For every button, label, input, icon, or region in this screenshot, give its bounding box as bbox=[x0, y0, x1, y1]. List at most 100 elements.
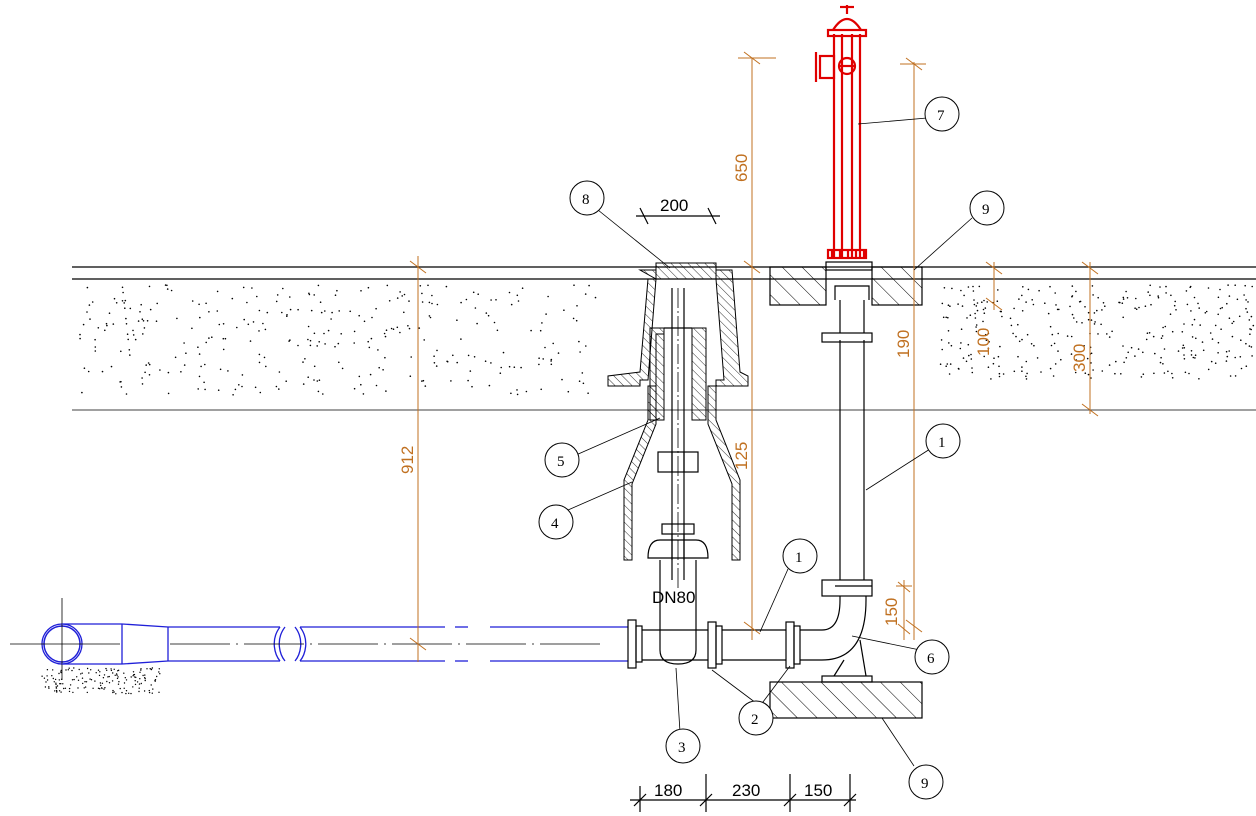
soil-dot bbox=[396, 326, 399, 329]
soil-dot bbox=[1092, 369, 1094, 371]
bedding-dot bbox=[56, 685, 59, 687]
soil-dot bbox=[1214, 362, 1217, 365]
soil-dot bbox=[148, 285, 151, 288]
soil-dot bbox=[972, 290, 975, 292]
bedding-dot bbox=[144, 679, 146, 682]
soil-dot bbox=[986, 301, 988, 303]
soil-dot bbox=[1104, 305, 1106, 308]
soil-dot bbox=[422, 379, 425, 382]
soil-dot bbox=[984, 333, 987, 336]
soil-dot bbox=[484, 360, 487, 363]
soil-dot bbox=[510, 392, 512, 395]
soil-dot bbox=[191, 327, 193, 330]
soil-dot bbox=[456, 361, 459, 364]
soil-dot bbox=[984, 307, 987, 309]
soil-dot bbox=[582, 382, 585, 385]
soil-dot bbox=[183, 342, 185, 344]
soil-dot bbox=[1081, 322, 1083, 324]
soil-dot bbox=[428, 315, 431, 317]
soil-dot bbox=[204, 363, 206, 366]
bedding-dot bbox=[52, 669, 54, 671]
soil-dot bbox=[419, 285, 422, 287]
soil-dot bbox=[185, 352, 187, 355]
dim-200: 200 bbox=[660, 196, 688, 215]
soil-dot bbox=[1056, 308, 1059, 311]
soil-dot bbox=[105, 322, 108, 325]
soil-dot bbox=[500, 366, 503, 369]
soil-dot bbox=[386, 284, 389, 287]
soil-dot bbox=[1245, 299, 1247, 301]
soil-dot bbox=[1228, 350, 1230, 352]
soil-dot bbox=[281, 311, 283, 314]
soil-dot bbox=[1190, 354, 1193, 356]
soil-dot bbox=[436, 349, 438, 352]
soil-dot bbox=[282, 287, 284, 290]
soil-dot bbox=[275, 300, 278, 303]
soil-dot bbox=[1137, 348, 1140, 350]
soil-dot bbox=[108, 312, 111, 315]
soil-dot bbox=[399, 291, 401, 293]
soil-dot bbox=[132, 329, 134, 332]
bedding-dot bbox=[150, 684, 152, 686]
soil-dot bbox=[1245, 365, 1248, 368]
soil-dot bbox=[1249, 333, 1251, 336]
soil-dot bbox=[319, 301, 322, 304]
soil-dot bbox=[1225, 360, 1228, 362]
soil-dot bbox=[1025, 301, 1027, 303]
bedding-dot bbox=[159, 673, 161, 675]
soil-dot bbox=[1027, 288, 1030, 291]
bedding-dot bbox=[55, 683, 57, 686]
bedding-dot bbox=[151, 692, 153, 694]
svg-text:9: 9 bbox=[982, 202, 990, 218]
soil-dot bbox=[1252, 324, 1255, 327]
soil-dot bbox=[129, 307, 132, 310]
soil-dot bbox=[1122, 296, 1125, 299]
soil-dot bbox=[428, 301, 431, 304]
soil-dot bbox=[353, 387, 356, 390]
soil-dot bbox=[317, 390, 320, 393]
soil-dot bbox=[550, 358, 553, 361]
bedding-dot bbox=[41, 675, 43, 677]
soil-dot bbox=[318, 379, 321, 382]
soil-dot bbox=[418, 327, 421, 329]
soil-dot bbox=[1036, 357, 1039, 359]
soil-dot bbox=[1026, 333, 1029, 336]
soil-dot bbox=[1193, 318, 1196, 321]
soil-dot bbox=[1197, 302, 1199, 305]
soil-dot bbox=[1101, 309, 1103, 311]
soil-dot bbox=[1188, 372, 1190, 375]
soil-dot bbox=[340, 333, 343, 335]
soil-dot bbox=[349, 310, 352, 313]
bedding-dot bbox=[84, 681, 86, 683]
soil-dot bbox=[1248, 345, 1251, 347]
soil-dot bbox=[435, 365, 438, 367]
bedding-dot bbox=[110, 669, 113, 672]
soil-dot bbox=[208, 311, 210, 313]
soil-dot bbox=[353, 330, 356, 333]
soil-dot bbox=[125, 393, 128, 395]
soil-dot bbox=[1221, 306, 1223, 309]
soil-dot bbox=[227, 370, 229, 372]
soil-dot bbox=[433, 355, 435, 358]
bedding-dot bbox=[108, 682, 111, 684]
svg-text:7: 7 bbox=[937, 108, 945, 124]
bedding-dot bbox=[48, 686, 50, 688]
bedding-dot bbox=[118, 681, 120, 683]
soil-dot bbox=[997, 289, 999, 291]
soil-dot bbox=[1160, 356, 1162, 359]
soil-dot bbox=[1177, 350, 1180, 352]
soil-dot bbox=[1102, 302, 1105, 304]
soil-dot bbox=[1017, 323, 1019, 326]
soil-dot bbox=[88, 304, 91, 306]
soil-dot bbox=[148, 363, 151, 366]
bedding-dot bbox=[125, 690, 128, 692]
soil-dot bbox=[1051, 333, 1054, 336]
soil-dot bbox=[561, 378, 563, 381]
soil-dot bbox=[460, 301, 462, 304]
soil-dot bbox=[313, 332, 316, 335]
bedding-dot bbox=[60, 669, 62, 672]
soil-dot bbox=[471, 385, 473, 388]
soil-dot bbox=[241, 374, 244, 376]
soil-dot bbox=[573, 284, 575, 287]
soil-dot bbox=[385, 390, 387, 392]
